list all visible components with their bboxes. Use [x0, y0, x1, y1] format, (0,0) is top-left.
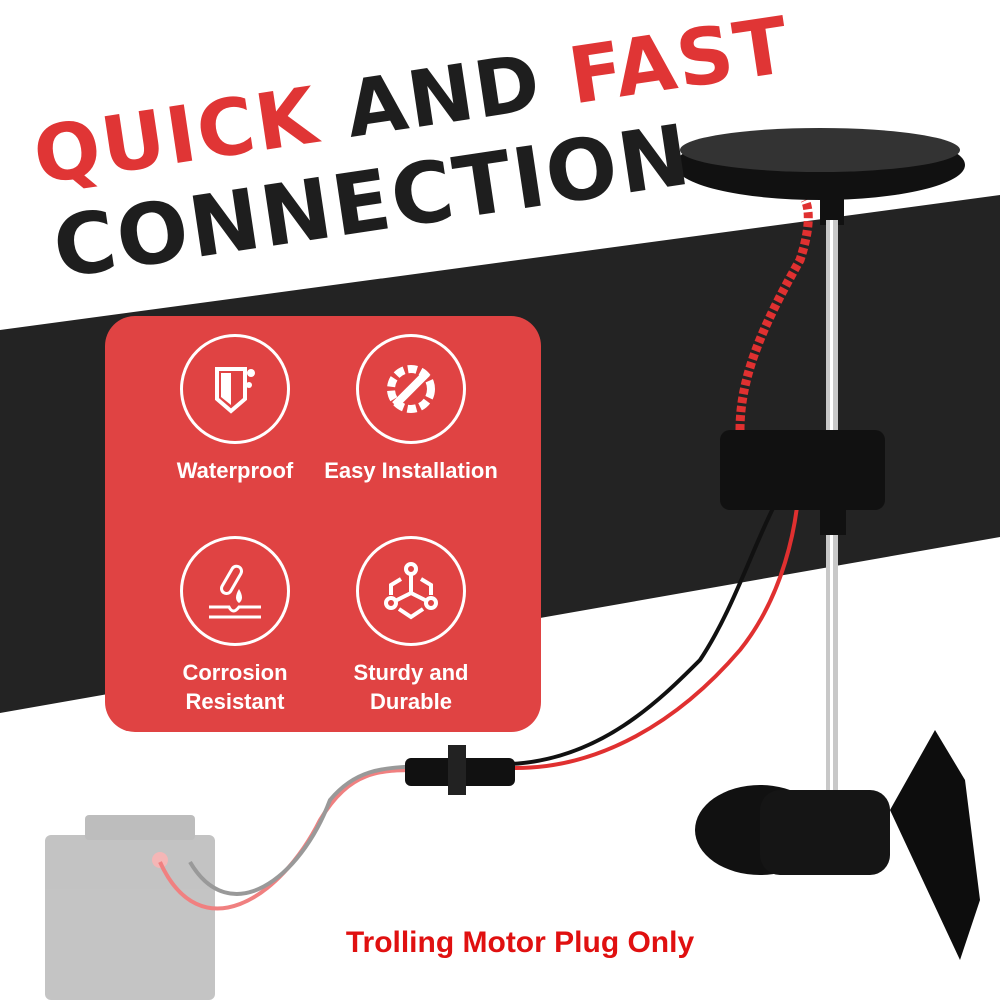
feature-waterproof: Waterproof: [145, 334, 325, 485]
battery-image: [45, 815, 215, 1000]
test-tube-drop-icon: [180, 536, 290, 646]
plug-connector: [405, 745, 515, 795]
feature-corrosion-resistant: Corrosion Resistant: [145, 536, 325, 716]
feature-sturdy-durable: Sturdy and Durable: [321, 536, 501, 716]
cables: [158, 197, 813, 911]
feature-label: Corrosion Resistant: [182, 660, 288, 714]
feature-label: Easy Installation: [324, 458, 498, 483]
trolling-motor-image: [675, 128, 980, 960]
feature-easy-installation: Easy Installation: [321, 334, 501, 485]
feature-label: Sturdy and Durable: [353, 660, 469, 714]
feature-label: Waterproof: [176, 458, 294, 483]
shield-droplet-icon: [180, 334, 290, 444]
hexagon-nodes-icon: [356, 536, 466, 646]
footer-caption: Trolling Motor Plug Only: [345, 926, 695, 959]
features-panel: Waterproof Easy Installation Corrosion R…: [105, 316, 541, 732]
gear-wrench-icon: [356, 334, 466, 444]
